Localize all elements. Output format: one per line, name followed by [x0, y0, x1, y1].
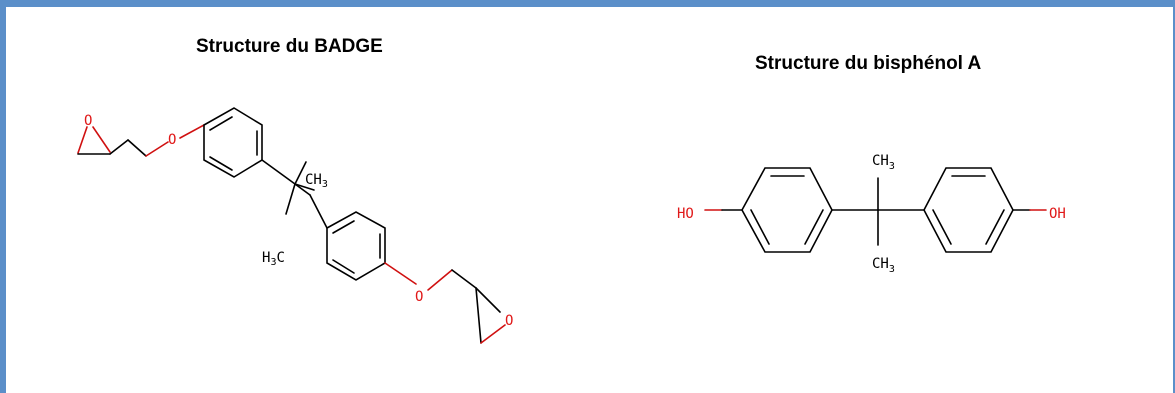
badge-bond-o3b — [427, 269, 453, 291]
badge-label-ch3: CH3 — [305, 172, 328, 190]
bpa-ring-left-hexagon — [741, 167, 833, 253]
badge-label-h3c: H3C — [262, 250, 285, 268]
bpa-atom-oh: OH — [1049, 206, 1066, 222]
badge-bond-c2 — [127, 139, 147, 157]
badge-epoxide-left: O — [77, 113, 111, 155]
bpa-label-ch3-bot: CH3 — [872, 256, 895, 275]
badge-atom-o4: O — [505, 313, 513, 329]
bpa-label-ch3-top: CH3 — [872, 153, 895, 172]
frame-right-border — [1173, 0, 1175, 393]
badge-bond-epox1-oc — [77, 126, 88, 154]
badge-bond-o2b — [179, 124, 205, 139]
bpa-atom-ho: HO — [677, 206, 694, 222]
badge-bond-o3a — [384, 262, 417, 285]
badge-panel: Structure du BADGE — [6, 7, 585, 393]
badge-atom-o3: O — [415, 289, 423, 305]
badge-bond-o2a — [145, 141, 169, 157]
frame-top-border — [0, 0, 1175, 7]
badge-atom-o2: O — [168, 132, 176, 148]
badge-epoxide-right: O — [475, 287, 513, 344]
badge-bond-c1 — [109, 139, 129, 155]
badge-title: Structure du BADGE — [196, 36, 383, 57]
badge-bond-ring1-cq — [261, 159, 296, 185]
bpa-ring-right — [923, 167, 1014, 253]
bpa-panel: Structure du bisphénol A — [585, 7, 1173, 393]
bpa-ring-left — [741, 167, 833, 253]
frame-left-border — [0, 0, 6, 393]
badge-bond-c3 — [451, 269, 477, 289]
badge-bond-cq-ring2 — [294, 183, 311, 196]
badge-atom-o1: O — [84, 113, 92, 129]
badge-bond-epox1-oc2 — [92, 126, 111, 153]
bpa-title: Structure du bisphénol A — [755, 53, 982, 74]
badge-bond-cq-h3c — [285, 183, 296, 215]
badge-bond-cq-ch3 — [294, 161, 307, 185]
bpa-ring-right-hexagon — [923, 167, 1014, 253]
